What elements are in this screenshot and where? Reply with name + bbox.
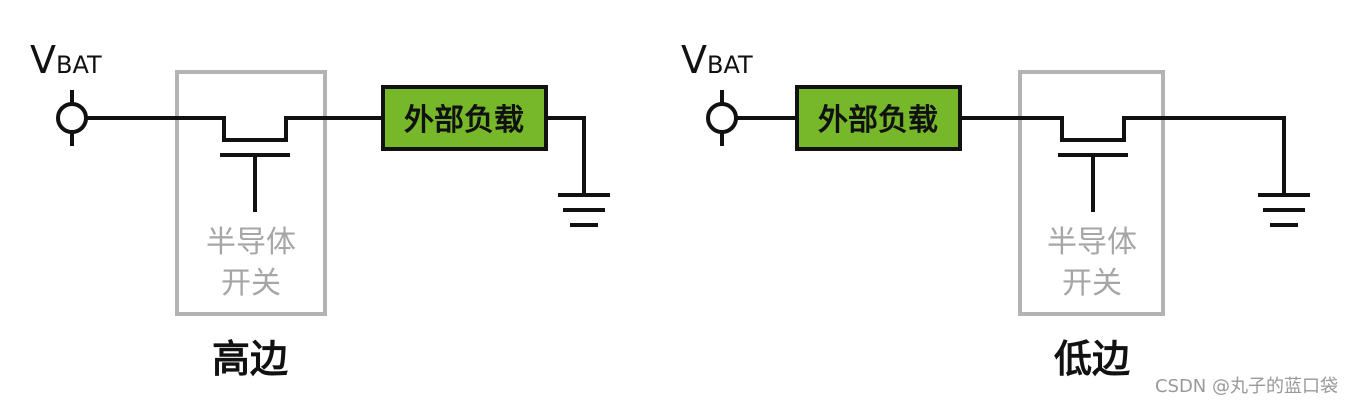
high-side-circuit: VBAT 半导体 开关 外部负载 高边 [30,38,610,381]
ground-symbol-left [558,193,610,227]
battery-terminal-right [706,90,738,146]
low-side-circuit: VBAT 外部负载 半导体 开关 低边 [681,38,1310,381]
battery-terminal-left [56,90,88,146]
switch-label-line2-left: 开关 [221,266,281,301]
wire-to-ground-left [544,116,586,195]
vbat-main-left: V [30,38,56,82]
semiconductor-switch-box-left [175,70,327,316]
semiconductor-switch-box-right [1018,70,1165,316]
vbat-label-right: VBAT [681,38,753,82]
external-load-box-left [381,85,548,151]
external-load-label-left: 外部负载 [404,103,524,138]
switch-label-line1-left: 半导体 [206,225,296,260]
switch-label-line1-right: 半导体 [1047,225,1137,260]
wire-high-side-top [84,116,385,142]
wire-low-side [958,116,1286,195]
switch-label-line2-right: 开关 [1062,266,1122,301]
external-load-label-right: 外部负载 [818,103,938,138]
watermark-text: CSDN @丸子的蓝口袋 [1155,376,1338,397]
vbat-main-right: V [681,38,707,82]
ground-symbol-right [1258,193,1310,227]
vbat-sub-left: BAT [56,51,102,79]
vbat-label-left: VBAT [30,38,102,82]
caption-high-side: 高边 [212,337,288,381]
caption-low-side: 低边 [1054,337,1130,381]
vbat-sub-right: BAT [707,51,753,79]
external-load-box-right [795,85,962,151]
